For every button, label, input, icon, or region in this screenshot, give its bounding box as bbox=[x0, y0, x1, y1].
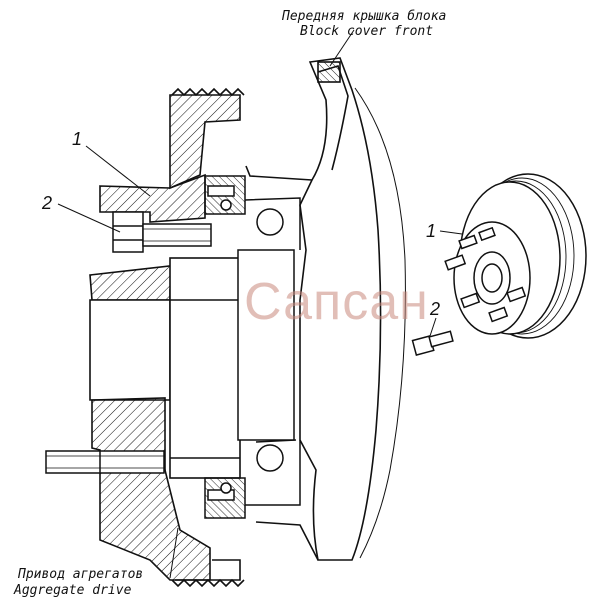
watermark-text: Сапсан bbox=[244, 273, 429, 331]
label-block-cover-en: Block cover front bbox=[300, 24, 434, 39]
callout-pulley-left: 1 bbox=[72, 129, 83, 149]
label-drive-en: Aggregate drive bbox=[14, 583, 132, 598]
pulley-view bbox=[411, 173, 587, 356]
stud-section bbox=[45, 450, 165, 474]
bolt-view bbox=[411, 330, 454, 356]
callout-bolt-left: 2 bbox=[42, 193, 53, 213]
shaft-bearings bbox=[204, 175, 301, 519]
bolt-section bbox=[112, 211, 212, 253]
callout-bolt-right: 2 bbox=[430, 299, 441, 319]
label-block-cover-ru: Передняя крышка блока bbox=[282, 9, 447, 24]
pulley-studs bbox=[444, 226, 527, 323]
pulley-section bbox=[89, 87, 245, 588]
block-cover-front bbox=[245, 57, 406, 561]
label-drive-ru: Привод агрегатов bbox=[18, 567, 144, 582]
leader-lines bbox=[57, 29, 463, 579]
callout-pulley-right: 1 bbox=[426, 221, 437, 241]
